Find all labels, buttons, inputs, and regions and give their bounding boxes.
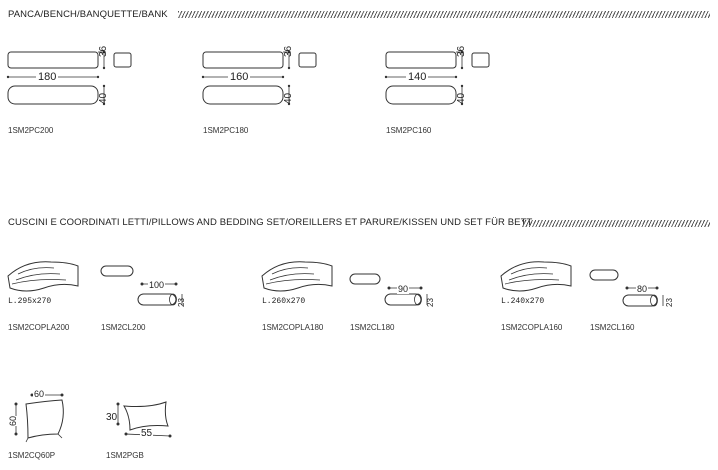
rect-pillow-code: 1SM2PGB xyxy=(106,451,144,460)
bench-height-bottom-1: 40 xyxy=(98,92,109,104)
bench-height-top-1: 36 xyxy=(98,45,109,57)
bolster-code-2: 1SM2CL180 xyxy=(350,323,395,332)
bench-height-bottom-2: 40 xyxy=(283,92,294,104)
bench-height-top-3: 36 xyxy=(456,45,467,57)
bench-height-bottom-3: 40 xyxy=(456,92,467,104)
bench-drawing-3 xyxy=(384,50,490,106)
bench-code-3: 1SM2PC160 xyxy=(386,126,432,135)
bench-code-1: 1SM2PC200 xyxy=(8,126,54,135)
rect-pillow-drawing xyxy=(116,401,172,438)
bolster-length-3: 80 xyxy=(636,284,649,294)
bench-drawing-1 xyxy=(6,50,132,106)
quilt-code-1: 1SM2COPLA200 xyxy=(8,323,70,332)
bolster-drawing-3 xyxy=(589,269,664,307)
bench-width-3: 140 xyxy=(406,71,429,83)
quilt-size-1: L.295x270 xyxy=(8,297,52,306)
bench-section-title: PANCA/BENCH/BANQUETTE/BANK xyxy=(8,9,168,20)
square-pillow-drawing xyxy=(14,393,64,443)
bolster-drawing-1 xyxy=(100,265,183,306)
bench-width-2: 160 xyxy=(228,71,251,83)
rect-pillow-width: 55 xyxy=(140,428,154,439)
bench-width-1: 180 xyxy=(36,71,59,83)
bolster-length-2: 90 xyxy=(397,284,410,294)
quilt-drawing-2 xyxy=(261,261,333,292)
bolster-length-1: 100 xyxy=(148,280,166,290)
quilt-code-3: 1SM2COPLA160 xyxy=(501,323,563,332)
bench-height-top-2: 36 xyxy=(283,45,294,57)
pillows-section-title: CUSCINI E COORDINATI LETTI/PILLOWS AND B… xyxy=(8,217,533,228)
quilt-drawing-1 xyxy=(7,261,79,292)
bench-title-hatch xyxy=(178,11,710,18)
bolster-diam-2: 23 xyxy=(426,298,435,307)
quilt-code-2: 1SM2COPLA180 xyxy=(262,323,324,332)
bench-code-2: 1SM2PC180 xyxy=(203,126,249,135)
bolster-diam-1: 23 xyxy=(177,298,186,307)
quilt-size-3: L.240x270 xyxy=(501,297,545,306)
bolster-diam-3: 23 xyxy=(665,298,674,307)
bolster-code-3: 1SM2CL160 xyxy=(590,323,635,332)
rect-pillow-height: 30 xyxy=(106,412,118,423)
bolster-code-1: 1SM2CL200 xyxy=(101,323,146,332)
square-pillow-height: 60 xyxy=(8,415,18,426)
square-pillow-code: 1SM2CQ60P xyxy=(8,451,56,460)
quilt-size-2: L.260x270 xyxy=(262,297,306,306)
square-pillow-width: 60 xyxy=(33,389,46,399)
bench-drawing-2 xyxy=(201,50,317,106)
pillows-title-hatch xyxy=(522,220,710,227)
quilt-drawing-3 xyxy=(500,261,572,292)
